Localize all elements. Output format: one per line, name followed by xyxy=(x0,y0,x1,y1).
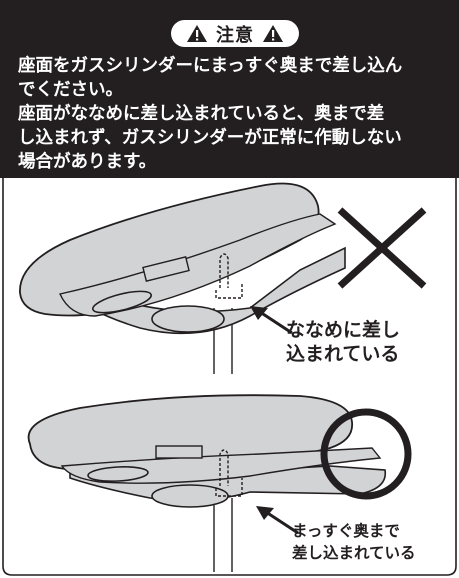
warning-icon xyxy=(187,25,207,42)
warning-icon xyxy=(263,25,283,42)
correct-mark-icon xyxy=(320,408,412,500)
tilted-seat-illustration xyxy=(19,182,346,374)
tilted-label-line: 込まれている xyxy=(286,343,400,365)
caution-badge: 注意 xyxy=(171,20,299,47)
caution-header: 注意 座面をガスシリンダーにまっすぐ奥まで差し込ん でください。 座面がななめに… xyxy=(0,0,459,178)
straight-insertion-label: まっすぐ奥まで 差し込まれている xyxy=(292,520,416,564)
incorrect-mark-icon xyxy=(337,207,427,289)
caution-text-line: 座面をガスシリンダーにまっすぐ奥まで差し込ん xyxy=(18,56,403,76)
straight-label-line: 差し込まれている xyxy=(292,544,416,562)
pointer-arrow-icon xyxy=(250,306,293,335)
caution-text-line: し込まれず、ガスシリンダーが正常に作動しない xyxy=(18,128,402,148)
caution-text-line: でください。 xyxy=(18,80,123,100)
tilted-label-line: ななめに差し xyxy=(286,319,401,341)
pointer-arrow-icon xyxy=(256,506,299,535)
caution-text: 座面をガスシリンダーにまっすぐ奥まで差し込ん でください。 座面がななめに差し込… xyxy=(18,54,448,174)
tilted-insertion-label: ななめに差し 込まれている xyxy=(286,318,400,366)
straight-label-line: まっすぐ奥まで xyxy=(292,522,400,540)
caution-title: 注意 xyxy=(216,24,254,46)
caution-text-line: 場合があります。 xyxy=(18,152,157,172)
caution-text-line: 座面がななめに差し込まれていると、奥まで差 xyxy=(18,104,385,124)
